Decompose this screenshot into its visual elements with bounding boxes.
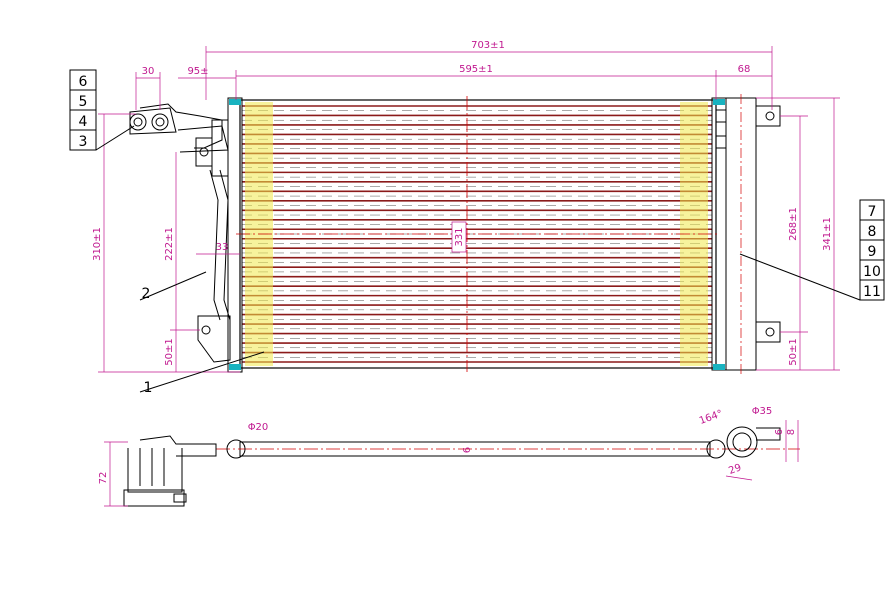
dim-left-offset: 95± (187, 66, 208, 77)
balloon-10: 10 (863, 264, 881, 280)
dim-overall-width: 703±1 (471, 40, 505, 51)
dim-pipe-diameter: Φ20 (248, 422, 269, 433)
dim-center-mark: 6 (462, 447, 473, 453)
balloon-7: 7 (868, 204, 877, 220)
bottom-view (123, 426, 800, 507)
dim-core-width: 595±1 (459, 64, 493, 75)
dimension-labels: 703±1 595±1 68 95± 30 310±1 222±1 50±1 3… (92, 40, 833, 484)
dimension-lines (98, 46, 840, 507)
dim-receiver-diameter: Φ35 (752, 406, 773, 417)
balloon-table-left: 6 5 4 3 (69, 69, 135, 151)
balloon-table-right: 7 8 9 10 11 (739, 199, 885, 301)
dim-receiver-gap: 29 (727, 462, 743, 477)
balloon-6: 6 (79, 74, 88, 90)
right-header-tank (711, 94, 757, 374)
dim-pipe-offset: 33 (216, 242, 229, 253)
balloon-8: 8 (868, 224, 877, 240)
balloon-3: 3 (79, 134, 88, 150)
inlet-pipe-assembly (129, 103, 231, 363)
right-brackets (755, 105, 781, 343)
dim-left-inner: 222±1 (164, 227, 175, 261)
balloon-5: 5 (79, 94, 88, 110)
dim-core-height: 331 (454, 227, 465, 246)
dim-left-bottom: 50±1 (164, 338, 175, 365)
dim-right-flange: 68 (738, 64, 751, 75)
balloon-9: 9 (868, 244, 877, 260)
balloon-4: 4 (79, 114, 88, 130)
balloon-11: 11 (863, 284, 881, 300)
tube-group (242, 105, 712, 363)
dim-bottom-height: 72 (98, 472, 109, 485)
part-label-core: 1 (144, 380, 153, 396)
dim-right-height: 341±1 (822, 217, 833, 251)
condenser-core (236, 96, 720, 372)
part-label-pipe: 2 (142, 286, 151, 302)
dim-angle: 164° (698, 408, 724, 427)
dim-top-left: 30 (142, 66, 155, 77)
dim-bracket-width: 8 (786, 429, 797, 435)
dim-right-inner: 268±1 (788, 207, 799, 241)
dim-right-bottom: 50±1 (788, 338, 799, 365)
dim-left-height: 310±1 (92, 227, 103, 261)
part-leaders: 2 1 (139, 271, 265, 396)
dim-bracket-height: 6 (774, 429, 785, 435)
